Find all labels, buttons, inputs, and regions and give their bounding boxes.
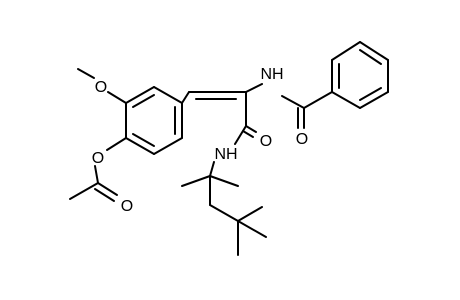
bond [125, 86, 155, 104]
bond [77, 68, 95, 79]
bond [153, 137, 183, 155]
bond [237, 206, 263, 222]
atom-label-methoxy-oxygen: O [95, 79, 107, 96]
bond [106, 137, 127, 151]
bond [209, 204, 239, 222]
bond [242, 130, 254, 138]
bond [181, 91, 190, 104]
bond [331, 91, 361, 109]
atom-label-amide-nitrogen: NH [214, 146, 237, 163]
atom-label-benzoyl-carbonyl-oxygen: O [296, 131, 308, 148]
bond [132, 94, 155, 108]
bond [107, 91, 127, 104]
atom-label-acetyl-carbonyl-oxygen: O [121, 198, 133, 215]
bond [303, 91, 333, 109]
bond [132, 133, 155, 147]
bond [359, 49, 382, 65]
bond [245, 125, 257, 133]
bond [281, 95, 305, 109]
atom-label-acetoxy-ring-oxygen: O [92, 150, 104, 167]
label-layer: O O O NH O O NH [92, 66, 308, 215]
bond [69, 182, 99, 200]
bond [331, 41, 361, 61]
bond-layer [69, 41, 389, 256]
bond [97, 182, 118, 196]
bond [359, 87, 382, 101]
bond [94, 188, 115, 202]
bond [359, 91, 389, 109]
bond [181, 175, 211, 187]
bond [359, 41, 389, 61]
bond [125, 137, 155, 155]
atom-label-amide-carbonyl-oxygen: O [260, 133, 272, 150]
atom-label-enamide-nitrogen: NH [260, 66, 283, 83]
bond [209, 161, 215, 177]
bond [94, 165, 99, 184]
bond [245, 83, 263, 93]
bond [234, 125, 247, 145]
bond [237, 220, 267, 238]
bond [209, 175, 239, 187]
bond [153, 86, 183, 104]
